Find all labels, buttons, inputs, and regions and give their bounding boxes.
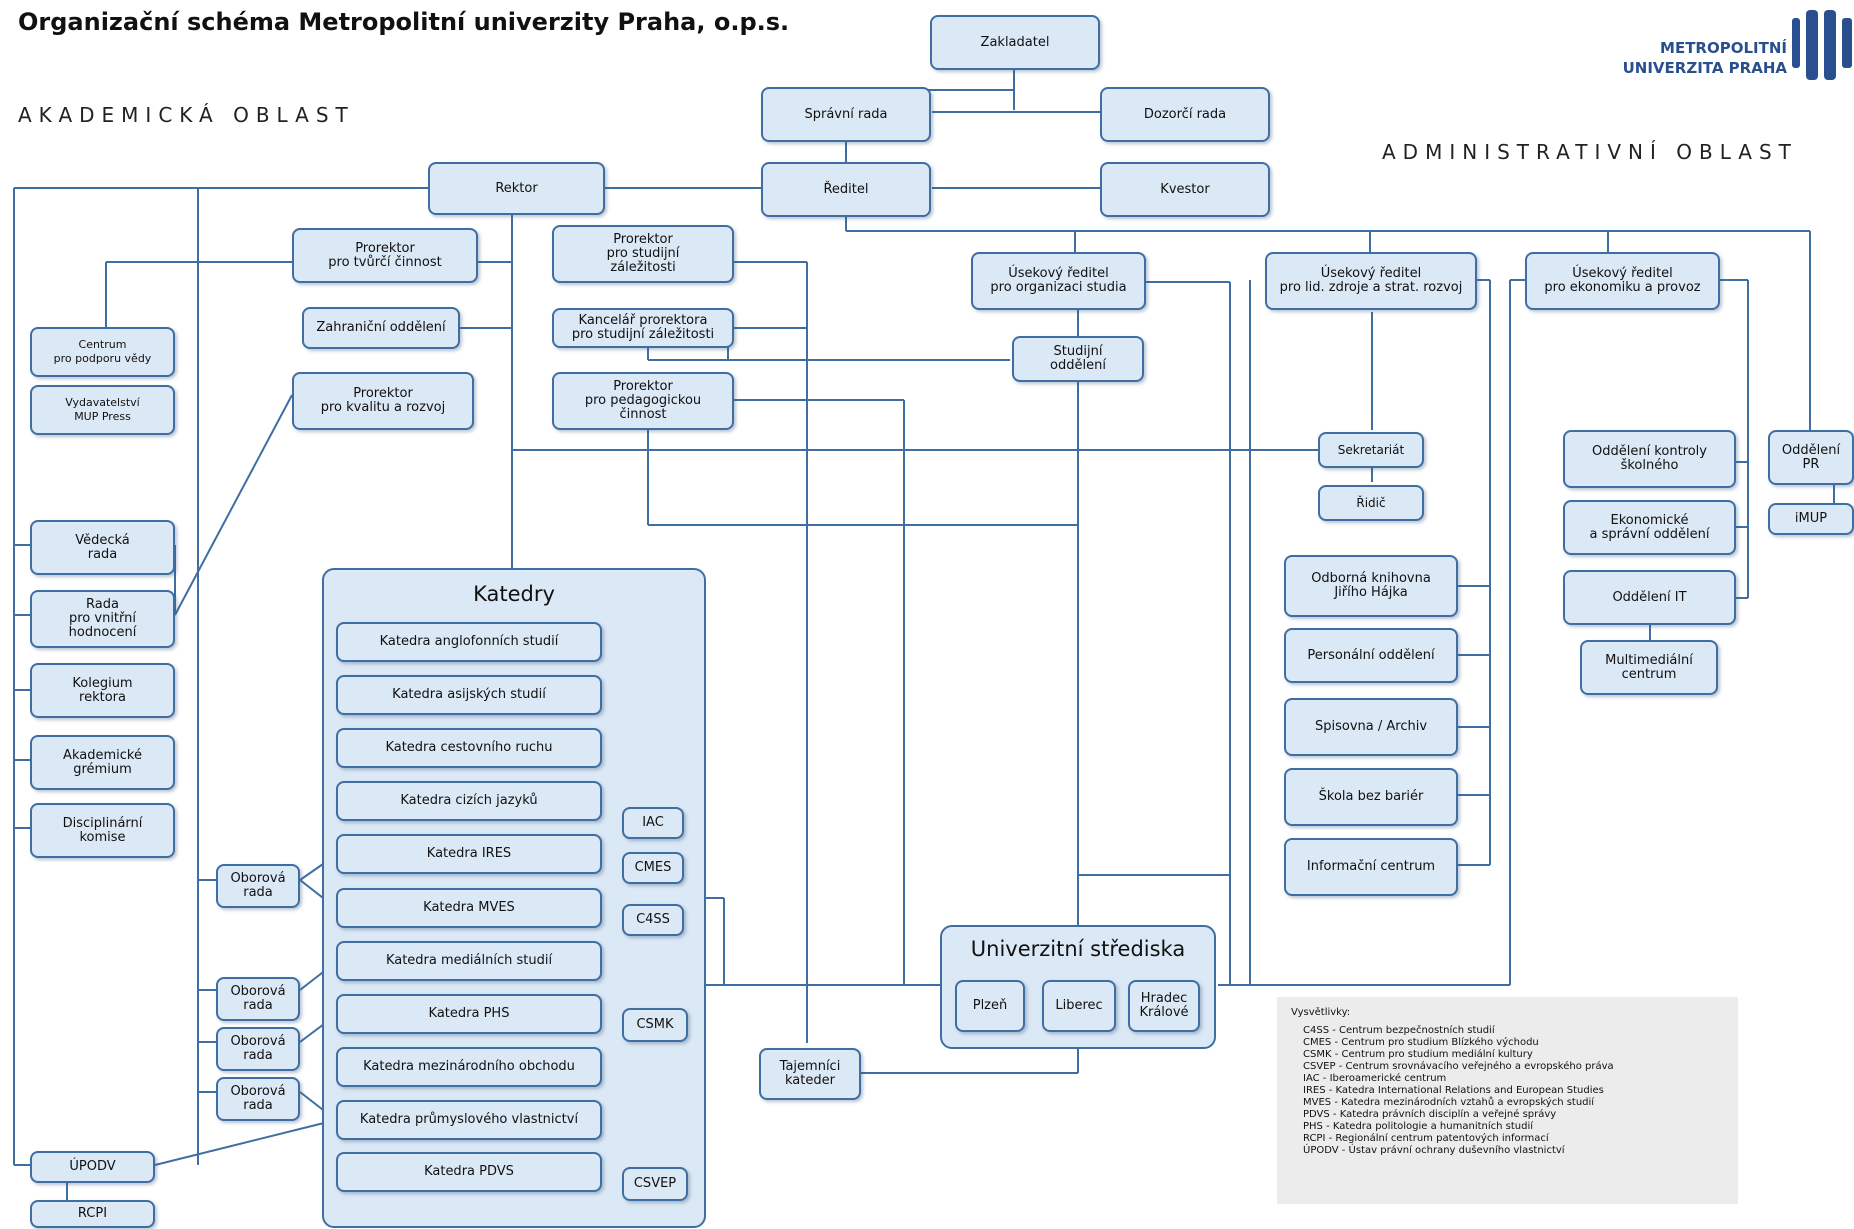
centre-hradec-box[interactable]: Hradec Králové — [1128, 980, 1200, 1032]
rector-box[interactable]: Rektor — [428, 162, 605, 215]
library-box[interactable]: Odborná knihovna Jiřího Hájka — [1284, 555, 1458, 617]
bursar-box[interactable]: Kvestor — [1100, 162, 1270, 217]
secretariat-box[interactable]: Sekretariát — [1318, 432, 1424, 468]
pr-department-box[interactable]: Oddělení PR — [1768, 430, 1854, 485]
centre-liberec-box[interactable]: Liberec — [1042, 980, 1116, 1032]
board-of-directors-box[interactable]: Správní rada — [761, 87, 931, 142]
vice-rector-quality-box[interactable]: Prorektor pro kvalitu a rozvoj — [292, 372, 474, 430]
legend-item: ÚPODV - Ústav právní ochrany duševního v… — [1303, 1145, 1565, 1156]
foreign-department-box[interactable]: Zahraniční oddělení — [302, 307, 460, 349]
imup-box[interactable]: iMUP — [1768, 503, 1854, 535]
tuition-control-box[interactable]: Oddělení kontroly školného — [1563, 430, 1736, 488]
logo-mark-icon — [1792, 10, 1852, 80]
director-box[interactable]: Ředitel — [761, 162, 931, 217]
legend-item: IAC - Iberoamerické centrum — [1303, 1073, 1447, 1084]
legend-item: C4SS - Centrum bezpečnostních studií — [1303, 1025, 1495, 1036]
field-council-box-2[interactable]: Oborová rada — [216, 977, 300, 1021]
legend-item: RCPI - Regionální centrum patentových in… — [1303, 1133, 1549, 1144]
mup-press-box[interactable]: Vydavatelství MUP Press — [30, 385, 175, 435]
science-support-center-box[interactable]: Centrum pro podporu vědy — [30, 327, 175, 377]
legend-item: MVES - Katedra mezinárodních vztahů a ev… — [1303, 1097, 1595, 1108]
information-center-box[interactable]: Informační centrum — [1284, 838, 1458, 896]
centre-plzen-box[interactable]: Plzeň — [955, 980, 1025, 1032]
university-centres-title: Univerzitní střediska — [970, 937, 1186, 961]
logo-text: METROPOLITNÍ UNIVERZITA PRAHA — [1562, 38, 1787, 78]
field-council-box-4[interactable]: Oborová rada — [216, 1077, 300, 1121]
field-council-box-1[interactable]: Oborová rada — [216, 864, 300, 908]
logo-line-2: UNIVERZITA PRAHA — [1622, 59, 1787, 77]
logo-line-1: METROPOLITNÍ — [1660, 39, 1787, 57]
founder-box[interactable]: Zakladatel — [930, 15, 1100, 70]
department-item[interactable]: Katedra PHS — [336, 994, 602, 1034]
legend-item: IRES - Katedra International Relations a… — [1303, 1085, 1604, 1096]
economic-admin-department-box[interactable]: Ekonomické a správní oddělení — [1563, 500, 1736, 555]
department-item[interactable]: Katedra anglofonních studií — [336, 622, 602, 662]
vice-rector-creative-box[interactable]: Prorektor pro tvůrčí činnost — [292, 228, 478, 283]
university-logo: METROPOLITNÍ UNIVERZITA PRAHA — [1562, 8, 1854, 90]
disciplinary-commission-box[interactable]: Disciplinární komise — [30, 803, 175, 858]
legend-panel: Vysvětlivky: C4SS - Centrum bezpečnostní… — [1277, 997, 1738, 1204]
driver-box[interactable]: Řidič — [1318, 485, 1424, 521]
department-item[interactable]: Katedra IRES — [336, 834, 602, 874]
supervisory-board-box[interactable]: Dozorčí rada — [1100, 87, 1270, 142]
csmk-box[interactable]: CSMK — [622, 1008, 688, 1042]
legend-item: CMES - Centrum pro studium Blízkého vých… — [1303, 1037, 1539, 1048]
academic-region-label: AKADEMICKÁ OBLAST — [18, 103, 355, 127]
department-secretaries-box[interactable]: Tajemníci kateder — [759, 1048, 861, 1100]
cmes-box[interactable]: CMES — [622, 852, 684, 884]
legend-list: C4SS - Centrum bezpečnostních studií CME… — [1291, 1025, 1724, 1157]
administrative-region-label: ADMINISTRATIVNÍ OBLAST — [1382, 140, 1798, 164]
field-council-box-3[interactable]: Oborová rada — [216, 1027, 300, 1071]
academic-body-box[interactable]: Akademické grémium — [30, 735, 175, 790]
legend-item: CSVEP - Centrum srovnávacího veřejného a… — [1303, 1061, 1614, 1072]
department-item[interactable]: Katedra PDVS — [336, 1152, 602, 1192]
legend-item: PDVS - Katedra právních disciplín a veře… — [1303, 1109, 1557, 1120]
vice-rector-study-box[interactable]: Prorektor pro studijní záležitosti — [552, 225, 734, 283]
scientific-council-box[interactable]: Vědecká rada — [30, 520, 175, 575]
department-item[interactable]: Katedra MVES — [336, 888, 602, 928]
department-item[interactable]: Katedra průmyslového vlastnictví — [336, 1100, 602, 1140]
director-study-organization-box[interactable]: Úsekový ředitel pro organizaci studia — [971, 252, 1146, 310]
vice-rector-pedagogy-box[interactable]: Prorektor pro pedagogickou činnost — [552, 372, 734, 430]
rector-collegium-box[interactable]: Kolegium rektora — [30, 663, 175, 718]
legend-title: Vysvětlivky: — [1291, 1007, 1351, 1018]
personnel-department-box[interactable]: Personální oddělení — [1284, 628, 1458, 683]
study-department-box[interactable]: Studijní oddělení — [1012, 336, 1144, 382]
rcpi-box[interactable]: RCPI — [30, 1200, 155, 1228]
department-item[interactable]: Katedra cizích jazyků — [336, 781, 602, 821]
iac-box[interactable]: IAC — [622, 807, 684, 839]
department-item[interactable]: Katedra mediálních studií — [336, 941, 602, 981]
upodv-box[interactable]: ÚPODV — [30, 1151, 155, 1183]
department-item[interactable]: Katedra mezinárodního obchodu — [336, 1047, 602, 1087]
internal-evaluation-council-box[interactable]: Rada pro vnitřní hodnocení — [30, 590, 175, 648]
director-hr-strategy-box[interactable]: Úsekový ředitel pro lid. zdroje a strat.… — [1265, 252, 1477, 310]
department-item[interactable]: Katedra cestovního ruchu — [336, 728, 602, 768]
page-title: Organizační schéma Metropolitní univerzi… — [18, 8, 790, 36]
department-item[interactable]: Katedra asijských studií — [336, 675, 602, 715]
departments-title: Katedry — [473, 582, 555, 606]
barrier-free-school-box[interactable]: Škola bez bariér — [1284, 768, 1458, 826]
vice-rector-office-box[interactable]: Kancelář prorektora pro studijní záležit… — [552, 308, 734, 348]
director-economy-box[interactable]: Úsekový ředitel pro ekonomiku a provoz — [1525, 252, 1720, 310]
csvep-box[interactable]: CSVEP — [622, 1167, 688, 1201]
c4ss-box[interactable]: C4SS — [622, 904, 684, 936]
legend-item: PHS - Katedra politologie a humanitních … — [1303, 1121, 1534, 1132]
multimedia-center-box[interactable]: Multimediální centrum — [1580, 640, 1718, 695]
archive-box[interactable]: Spisovna / Archiv — [1284, 698, 1458, 756]
legend-item: CSMK - Centrum pro studium mediální kult… — [1303, 1049, 1533, 1060]
it-department-box[interactable]: Oddělení IT — [1563, 570, 1736, 625]
